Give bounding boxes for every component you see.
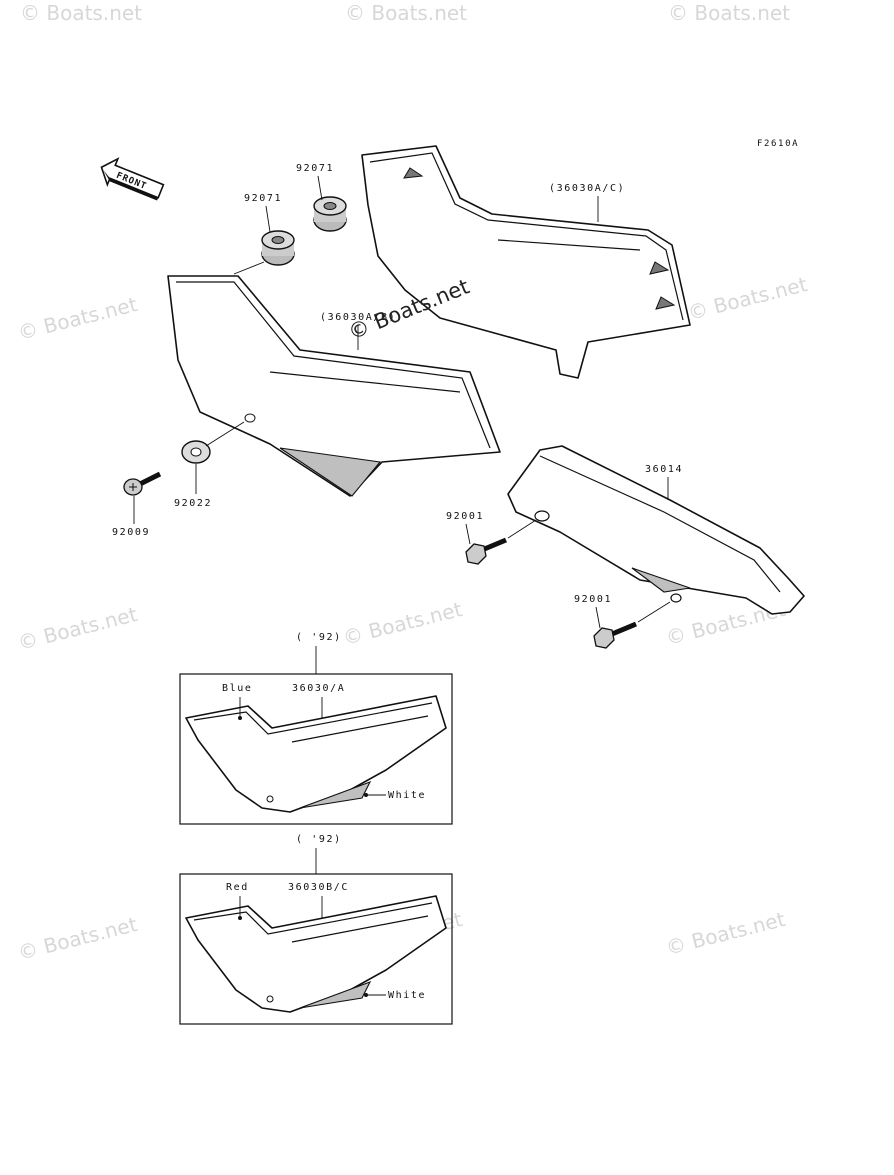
inset-b-white-panel [299, 980, 372, 1009]
inset-a-color-bottom: White [388, 790, 426, 801]
grommet-upper [313, 196, 347, 232]
chain-cover-edge [539, 455, 781, 593]
inset-a-frame [179, 673, 453, 825]
inset-a-part: 36030/A [292, 683, 345, 694]
watermark: © Boats.net [15, 292, 139, 345]
watermark: © Boats.net [20, 1, 142, 25]
watermark: © Boats.net [685, 272, 809, 325]
inset-a-crease [291, 715, 429, 743]
front-arrow: FRONT [100, 157, 165, 201]
watermark: © Boats.net [345, 1, 467, 25]
side-cover-right-shape [361, 145, 691, 379]
mount-hole [244, 413, 256, 423]
callouts: 92071 92071 (36030A/C) (36030A/B) 92022 … [112, 163, 683, 629]
callout-cover-right: (36030A/C) [549, 183, 625, 194]
callout-screw: 92009 [112, 527, 150, 538]
side-cover-left-lower-panel [279, 447, 382, 497]
inset-b-part: 36030B/C [288, 882, 349, 893]
chain-cover-bracket-shade [631, 567, 691, 593]
screw-92009 [123, 471, 162, 496]
inset-b-frame [179, 873, 453, 1025]
watermark: © Boats.net [668, 1, 790, 25]
watermark: © Boats.net [663, 907, 787, 960]
bolt-hole [670, 593, 682, 603]
chain-cover-shape [507, 445, 805, 615]
watermark: © Boats.net [340, 597, 464, 650]
callout-chain-cover: 36014 [645, 464, 683, 475]
callout-cover-left: (36030A/B) [320, 312, 396, 323]
inset-a-year: ( '92) [296, 632, 342, 643]
inset-b-year: ( '92) [296, 834, 342, 845]
chain-cover [507, 445, 805, 615]
front-arrow-shadow [103, 170, 159, 201]
side-cover-left [167, 275, 501, 497]
bolt-92001-lower [593, 621, 637, 649]
side-cover-right-edge [369, 152, 684, 321]
washer-92022 [181, 440, 211, 464]
callout-bolt-upper: 92001 [446, 511, 484, 522]
mount-peg [649, 261, 670, 275]
front-arrow-icon [100, 157, 165, 199]
side-cover-right-crease [497, 239, 641, 251]
watermark: © Boats.net [15, 912, 139, 965]
inset-b-crease [291, 915, 429, 943]
inset-a-cover-edge [193, 702, 433, 735]
inset-1992-blue: ( '92) Blue 36030/A White [179, 632, 453, 825]
side-cover-right [361, 145, 691, 379]
callout-bolt-lower: 92001 [574, 594, 612, 605]
inset-b-cover-edge [193, 902, 433, 935]
mount-peg [655, 296, 676, 310]
bolt-hole [534, 510, 550, 522]
bolt-92001-upper [465, 537, 507, 565]
figure-code: F2610A [757, 139, 799, 149]
callout-grommet-upper: 92071 [296, 163, 334, 174]
inset-b-color-bottom: White [388, 990, 426, 1001]
mount-peg [403, 167, 424, 179]
grommet-lower [261, 230, 295, 266]
inset-a-color-top: Blue [222, 683, 252, 694]
inset-a-white-panel [299, 780, 372, 809]
side-cover-left-shape [167, 275, 501, 497]
side-cover-left-crease [269, 371, 461, 393]
side-cover-left-edge [176, 281, 491, 449]
inset-b-color-top: Red [226, 882, 249, 893]
inset-1992-red: ( '92) Red 36030B/C White [179, 834, 453, 1025]
callout-washer: 92022 [174, 498, 212, 509]
callout-grommet-lower: 92071 [244, 193, 282, 204]
watermark: © Boats.net [15, 602, 139, 655]
